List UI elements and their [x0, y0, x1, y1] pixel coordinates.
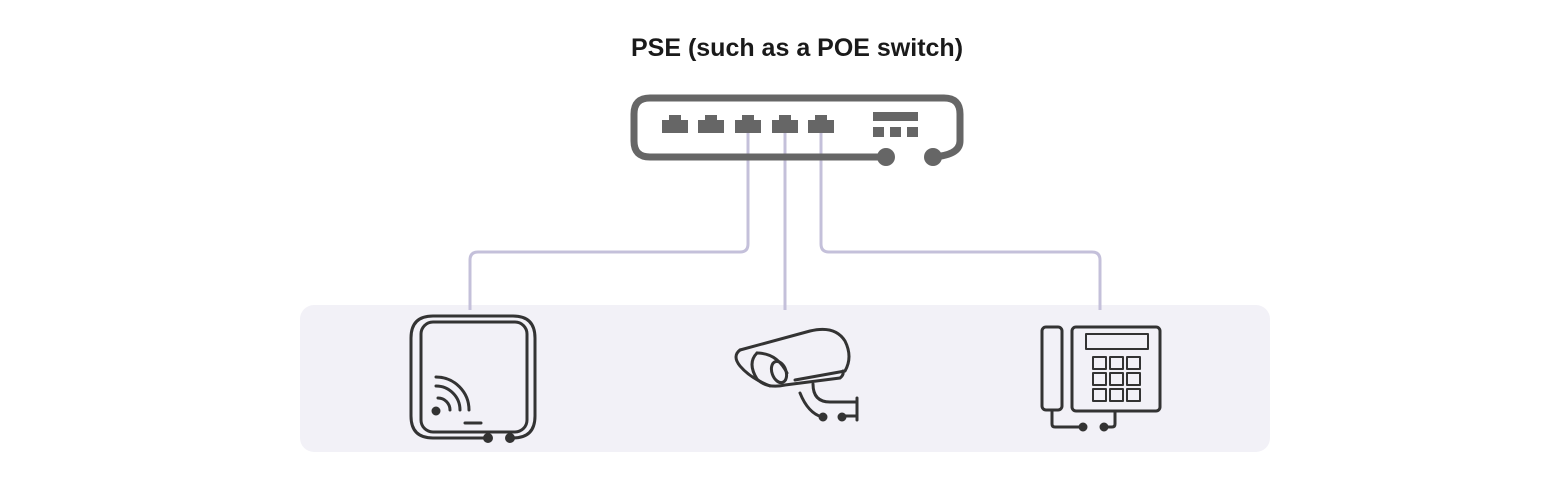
- access-point-icon: [409, 314, 537, 443]
- camera-icon: [734, 327, 859, 422]
- cable-access-point: [468, 128, 750, 310]
- poe-switch-icon: [630, 94, 964, 166]
- phone-icon: [1040, 325, 1162, 432]
- switch-ports: [662, 115, 834, 133]
- cable-phone: [819, 128, 1102, 310]
- pse-title: PSE (such as a POE switch): [630, 34, 964, 62]
